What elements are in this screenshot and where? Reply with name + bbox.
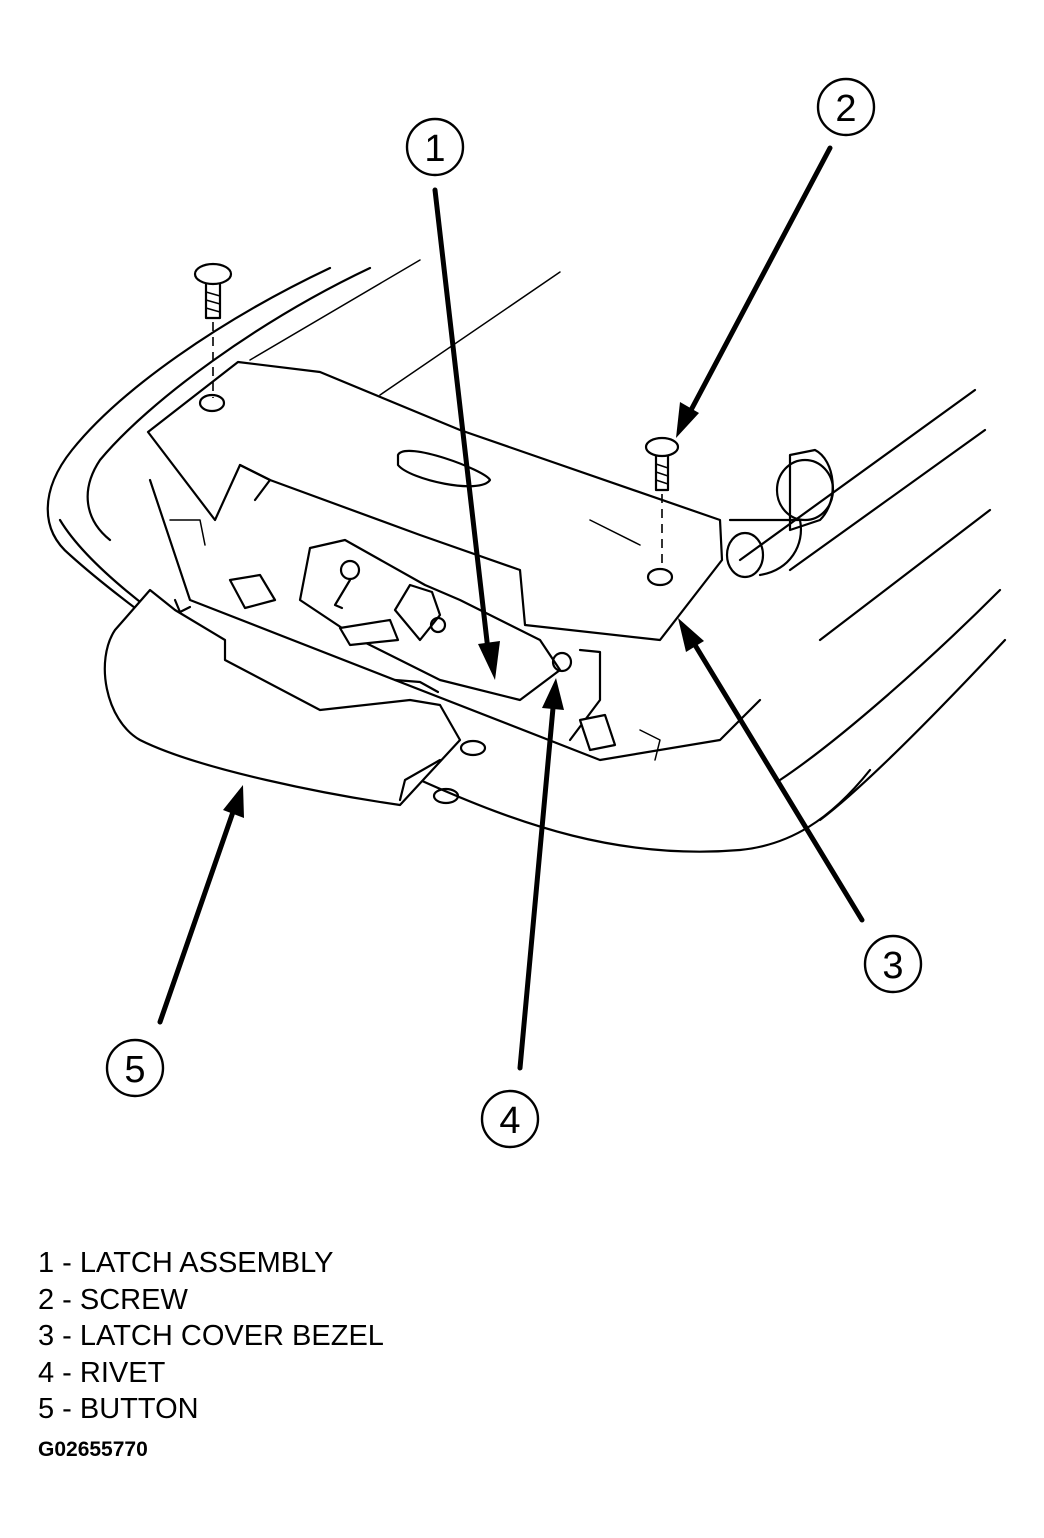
callout-4: 4	[480, 1089, 540, 1149]
button	[103, 588, 487, 807]
screw-left	[193, 262, 233, 398]
callout-5-label: 5	[124, 1049, 145, 1091]
callout-2: 2	[816, 77, 876, 137]
leader-arrow-3	[678, 618, 865, 923]
legend-item-latch-assembly: 1 - LATCH ASSEMBLY	[38, 1247, 334, 1279]
callout-4-label: 4	[499, 1100, 520, 1142]
legend-item-latch-cover-bezel: 3 - LATCH COVER BEZEL	[38, 1320, 384, 1352]
leader-arrow-1	[432, 187, 500, 680]
legend-item-button: 5 - BUTTON	[38, 1393, 199, 1425]
figure-id: G02655770	[38, 1438, 148, 1461]
callout-1-label: 1	[424, 128, 445, 170]
latch-assembly-diagram: 1 2 3 4 5	[46, 77, 1007, 1149]
leader-arrow-2	[676, 145, 833, 438]
leader-arrow-5	[157, 785, 244, 1025]
lid-bumper	[725, 448, 835, 579]
console-lid	[46, 259, 1007, 853]
callout-5: 5	[105, 1038, 165, 1098]
screw-right	[644, 436, 680, 570]
callout-2-label: 2	[835, 88, 856, 130]
callout-3-label: 3	[882, 945, 903, 987]
legend-item-screw: 2 - SCREW	[38, 1283, 188, 1316]
leader-arrow-4	[517, 678, 564, 1071]
legend-item-rivet: 4 - RIVET	[38, 1356, 166, 1389]
latch-cover-bezel	[146, 360, 724, 642]
callout-3: 3	[863, 934, 923, 994]
parts-legend: 1 - LATCH ASSEMBLY 2 - SCREW 3 - LATCH C…	[38, 1245, 384, 1428]
callout-1: 1	[405, 117, 465, 177]
